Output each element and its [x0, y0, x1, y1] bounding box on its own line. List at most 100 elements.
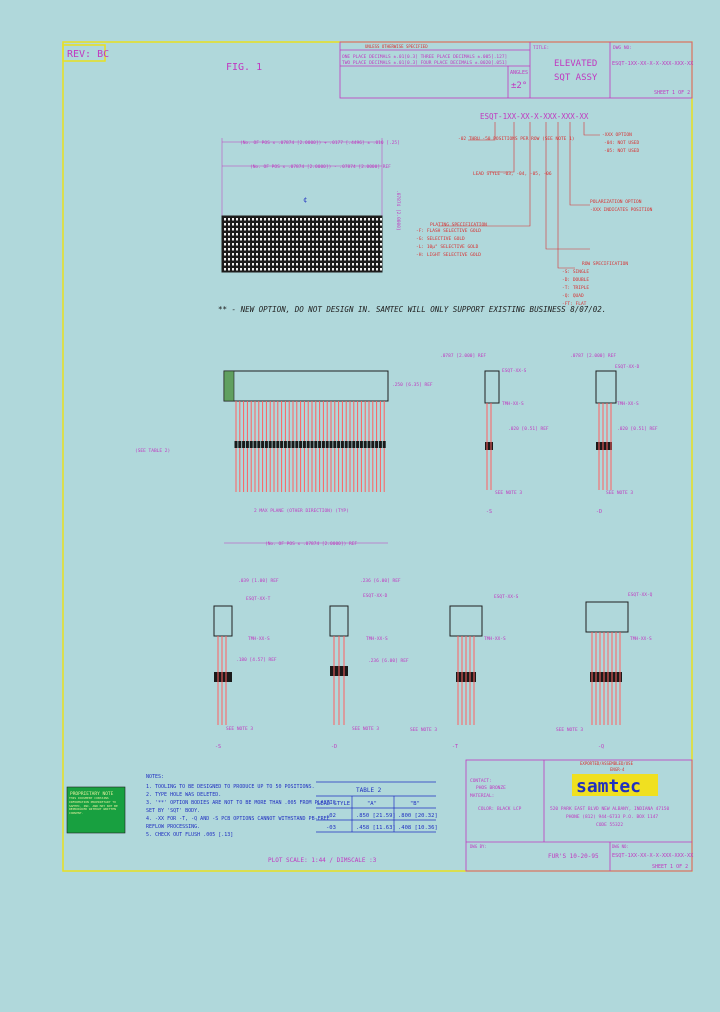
pin-cell — [284, 238, 286, 241]
pin-cell — [344, 258, 346, 261]
pin-cell — [232, 248, 234, 251]
svg-text:-G: SELECTIVE GOLD: -G: SELECTIVE GOLD — [416, 236, 465, 242]
pin-cell — [312, 253, 314, 256]
front-pin-collar — [348, 441, 352, 448]
pin-cell — [360, 263, 362, 266]
pin-cell — [252, 248, 254, 251]
pitch-dim: .07874 [2.0000] — [395, 190, 401, 231]
pin-cell — [288, 253, 290, 256]
pin-cell — [348, 268, 350, 271]
pin-cell — [336, 223, 338, 226]
pin-cell — [280, 218, 282, 221]
sheet-number: SHEET 1 OF 2 — [654, 90, 690, 96]
pin-cell — [352, 248, 354, 251]
pin-cell — [268, 228, 270, 231]
pin-cell — [368, 223, 370, 226]
pin-cell — [248, 223, 250, 226]
pin-cell — [308, 233, 310, 236]
pin-cell — [324, 258, 326, 261]
pin-cell — [344, 248, 346, 251]
pin-cell — [344, 253, 346, 256]
pin-cell — [376, 228, 378, 231]
front-pin-collar — [283, 441, 287, 448]
pin-cell — [336, 263, 338, 266]
front-pin-collar — [268, 441, 272, 448]
pin-cell — [260, 223, 262, 226]
pin-cell — [260, 238, 262, 241]
pin-cell — [224, 228, 226, 231]
pin-cell — [328, 253, 330, 256]
callout-plating: PLATING SPECIFICATION -F: FLASH SELECTIV… — [416, 222, 487, 258]
pin-cell — [336, 233, 338, 236]
front-pin-collar — [253, 441, 257, 448]
pin-cell — [244, 243, 246, 246]
pin-cell — [372, 253, 374, 256]
see-note-b2: SEE NOTE 3 — [352, 726, 379, 732]
label-top-2: -D — [596, 509, 602, 515]
pin-cell — [292, 248, 294, 251]
svg-text:.458 [11.63]: .458 [11.63] — [356, 825, 396, 831]
pin-cell — [360, 223, 362, 226]
pin-cell — [264, 248, 266, 251]
svg-text:-H: LIGHT SELECTIVE GOLD: -H: LIGHT SELECTIVE GOLD — [416, 252, 481, 258]
pin-cell — [268, 233, 270, 236]
pin-cell — [328, 248, 330, 251]
pin-cell — [228, 263, 230, 266]
pin-cell — [380, 243, 382, 246]
pin-cell — [360, 238, 362, 241]
pin-cell — [316, 218, 318, 221]
pin-cell — [364, 248, 366, 251]
pin-cell — [300, 233, 302, 236]
pin-cell — [328, 238, 330, 241]
pin-cell — [300, 223, 302, 226]
ref-7-dim: .020 [0.51] REF — [508, 426, 549, 432]
pin-cell — [344, 228, 346, 231]
svg-text:.408 [10.36]: .408 [10.36] — [398, 825, 438, 831]
part-number: ESQT-1XX-XX-X-XXX-XXX-XX — [480, 112, 589, 121]
pin-cell — [336, 218, 338, 221]
pin-cell — [236, 223, 238, 226]
pin-cell — [264, 243, 266, 246]
front-pin-collar — [344, 441, 348, 448]
pin-cell — [272, 243, 274, 246]
pin-cell — [248, 238, 250, 241]
pin-cell — [228, 223, 230, 226]
front-pin-collar — [382, 441, 386, 448]
label-b4: -Q — [598, 744, 604, 750]
pin-cell — [252, 263, 254, 266]
centerline-mark: ¢ — [303, 196, 307, 204]
pin-cell — [372, 238, 374, 241]
pin-cell — [284, 248, 286, 251]
see-note-b3: SEE NOTE 3 — [410, 727, 437, 733]
pin-cell — [312, 263, 314, 266]
pin-cell — [276, 228, 278, 231]
pin-cell — [380, 268, 382, 271]
pin-cell — [328, 243, 330, 246]
pin-cell — [324, 253, 326, 256]
pin-cell — [360, 268, 362, 271]
pin-cell — [380, 253, 382, 256]
pin-cell — [236, 243, 238, 246]
pin-cell — [380, 263, 382, 266]
pin-cell — [312, 268, 314, 271]
pin-cell — [232, 238, 234, 241]
callout-lead-style: LEAD STYLE -03, -04, -05, -06 — [473, 171, 552, 177]
pin-cell — [300, 228, 302, 231]
pin-cell — [284, 263, 286, 266]
pin-cell — [252, 258, 254, 261]
pin-cell — [276, 263, 278, 266]
see-note-b1: SEE NOTE 3 — [226, 726, 253, 732]
pin-cell — [236, 258, 238, 261]
svg-text:PLATING SPECIFICATION: PLATING SPECIFICATION — [430, 222, 487, 228]
pin-cell — [268, 223, 270, 226]
pin-cell — [356, 268, 358, 271]
tmh-tag-2: TMH-XX-S — [617, 401, 639, 407]
pin-cell — [272, 263, 274, 266]
pin-cell — [348, 228, 350, 231]
pin-cell — [376, 238, 378, 241]
pin-cell — [340, 253, 342, 256]
pin-cell — [364, 233, 366, 236]
pin-cell — [348, 233, 350, 236]
pin-cell — [308, 238, 310, 241]
pin-cell — [284, 233, 286, 236]
